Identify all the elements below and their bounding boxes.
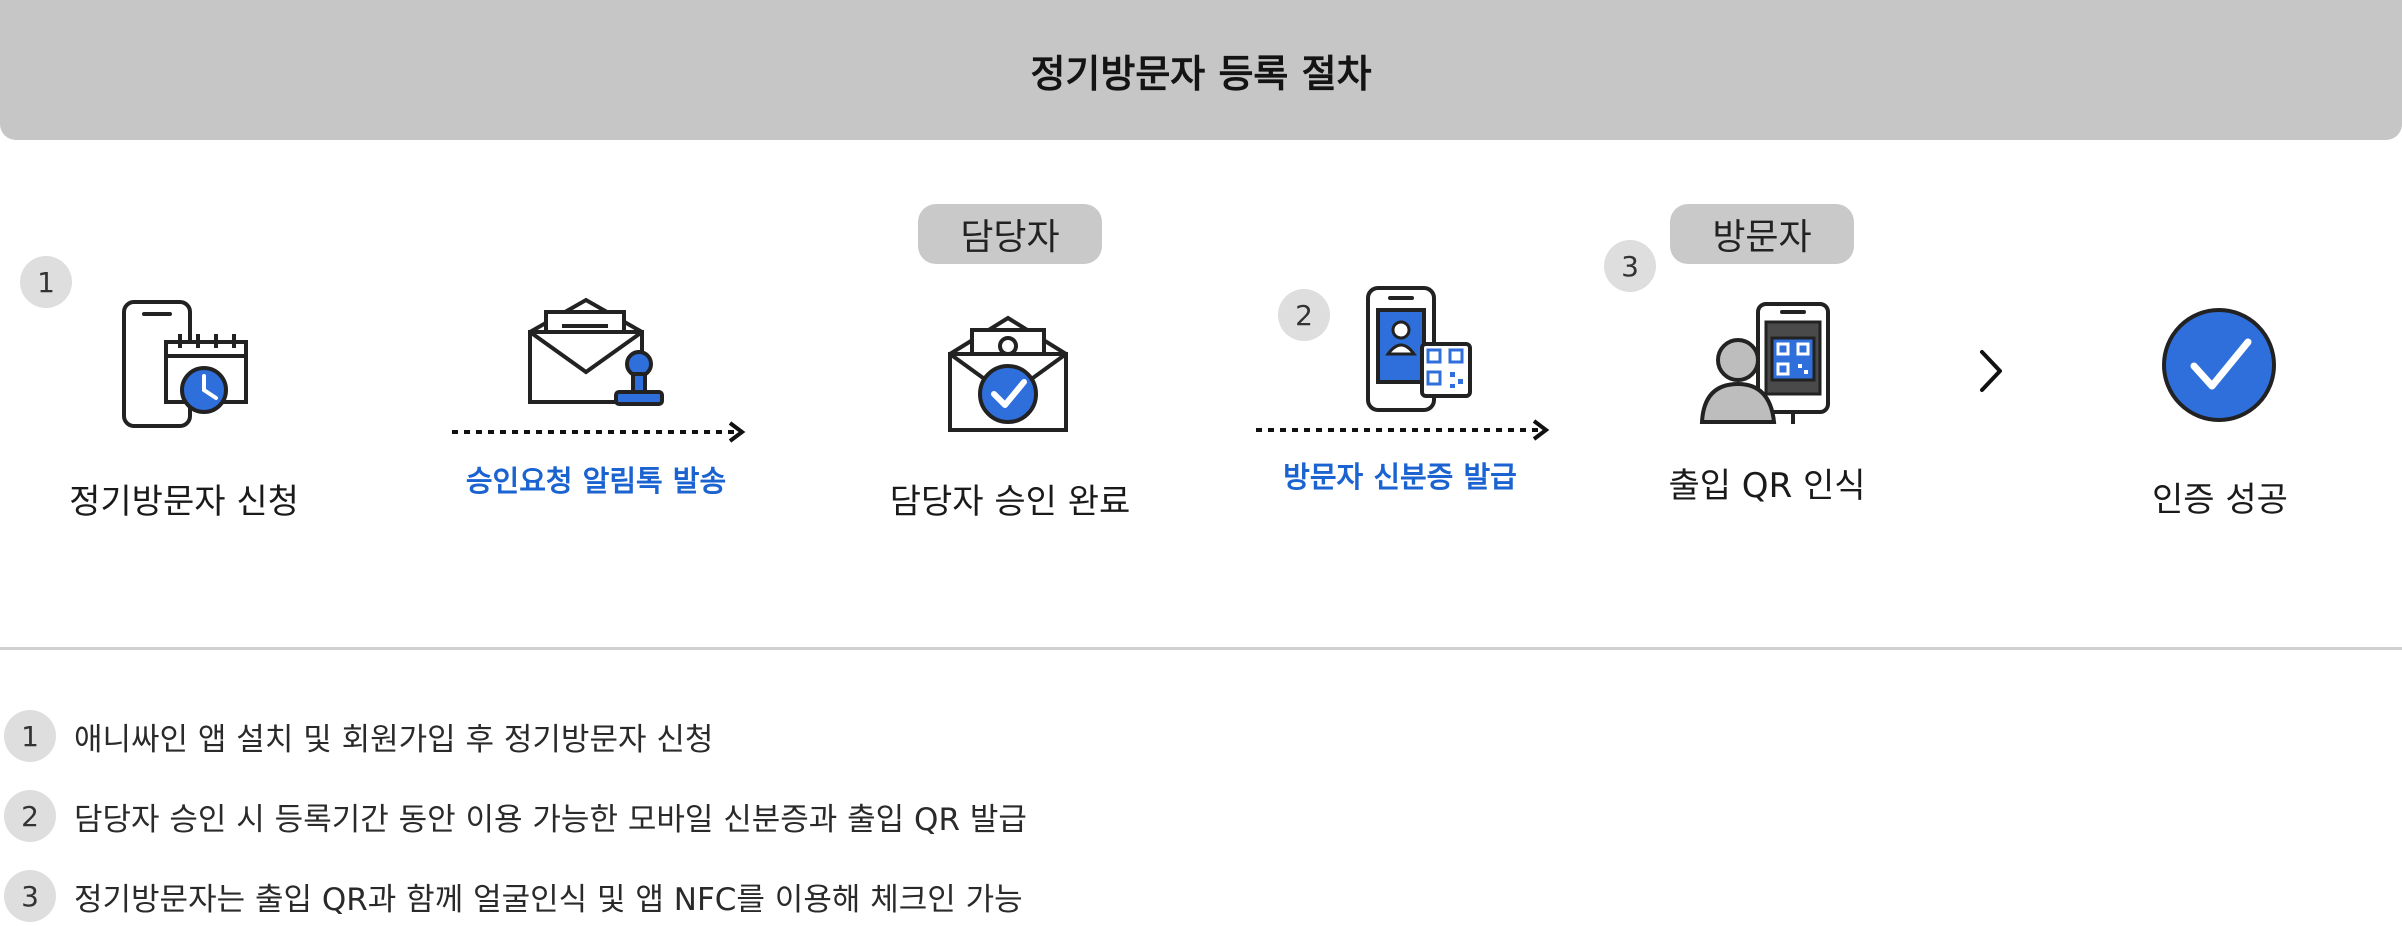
step-number-3: 3 <box>1604 240 1656 292</box>
header-bar <box>0 0 2402 140</box>
step-number-1: 1 <box>20 256 72 308</box>
note-text: 담당자 승인 시 등록기간 동안 이용 가능한 모바일 신분증과 출입 QR 발… <box>74 801 1027 838</box>
chevron-right-icon <box>1980 350 2002 392</box>
role-pill-manager: 담당자 <box>918 204 1102 264</box>
section-divider <box>0 647 2402 650</box>
check-circle-icon <box>2162 308 2276 422</box>
step-label-qr-scan: 출입 QR 인식 <box>1668 466 1866 506</box>
note-item-1: 1 애니싸인 앱 설치 및 회원가입 후 정기방문자 신청 <box>0 706 713 766</box>
role-pill-visitor: 방문자 <box>1670 204 1854 264</box>
envelope-approval-icon <box>948 315 1068 432</box>
transition-label-notify: 승인요청 알림톡 발송 <box>465 464 727 498</box>
page-title: 정기방문자 등록 절차 <box>1030 51 1372 96</box>
note-item-3: 3 정기방문자는 출입 QR과 함께 얼굴인식 및 앱 NFC를 이용해 체크인… <box>0 866 1023 926</box>
note-number: 3 <box>4 870 56 922</box>
transition-label-issue-id: 방문자 신분증 발급 <box>1283 460 1517 494</box>
person-qr-scan-icon <box>1699 302 1830 424</box>
mobile-id-qr-icon <box>1366 286 1472 412</box>
envelope-stamp-icon <box>528 297 664 406</box>
note-text: 정기방문자는 출입 QR과 함께 얼굴인식 및 앱 NFC를 이용해 체크인 가… <box>74 881 1023 918</box>
dotted-arrow-1 <box>452 421 746 443</box>
note-number: 2 <box>4 790 56 842</box>
phone-calendar-icon <box>122 300 248 428</box>
step-label-success: 인증 성공 <box>2152 480 2288 520</box>
note-text: 애니싸인 앱 설치 및 회원가입 후 정기방문자 신청 <box>74 721 714 758</box>
step-label-approved: 담당자 승인 완료 <box>889 482 1131 522</box>
step-number-2: 2 <box>1278 289 1330 341</box>
note-number: 1 <box>4 710 56 762</box>
dotted-arrow-2 <box>1256 419 1550 441</box>
step-label-apply: 정기방문자 신청 <box>69 482 299 522</box>
note-item-2: 2 담당자 승인 시 등록기간 동안 이용 가능한 모바일 신분증과 출입 QR… <box>0 786 1027 846</box>
